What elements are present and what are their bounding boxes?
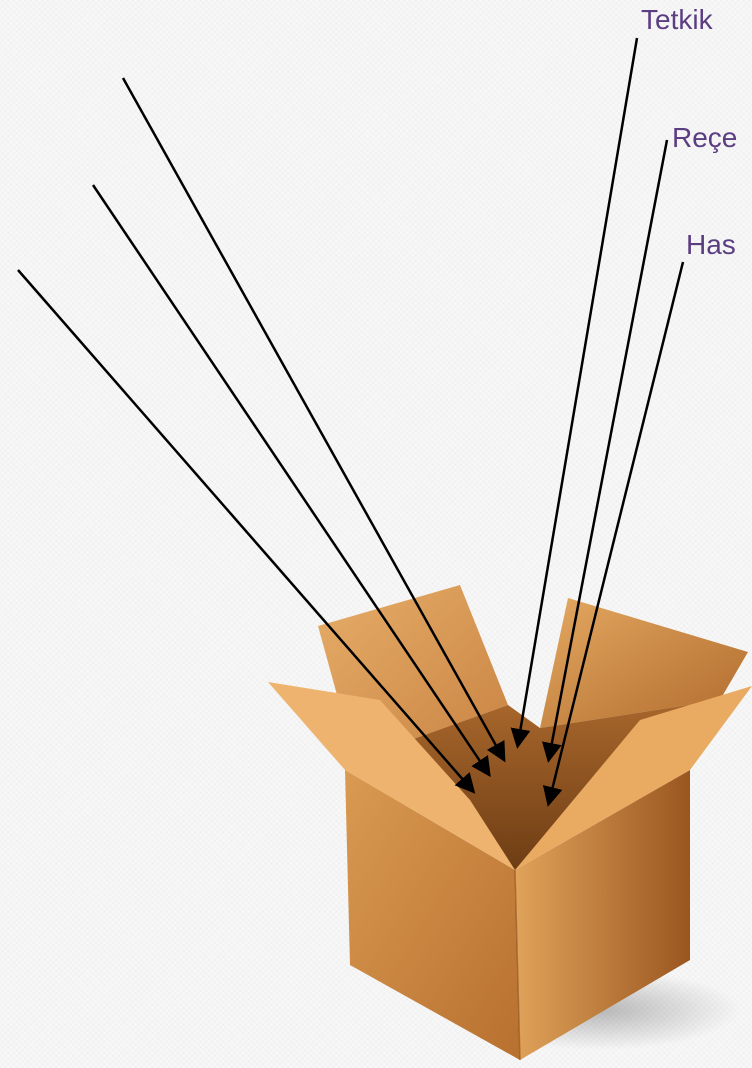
label-recete: Reçe (672, 124, 737, 152)
arrow-1 (18, 270, 472, 790)
open-cardboard-box-icon (268, 585, 752, 1060)
arrow-2 (93, 185, 488, 773)
label-has: Has (686, 231, 736, 259)
arrow-3 (123, 78, 503, 758)
label-tetkik: Tetkik (641, 6, 713, 34)
